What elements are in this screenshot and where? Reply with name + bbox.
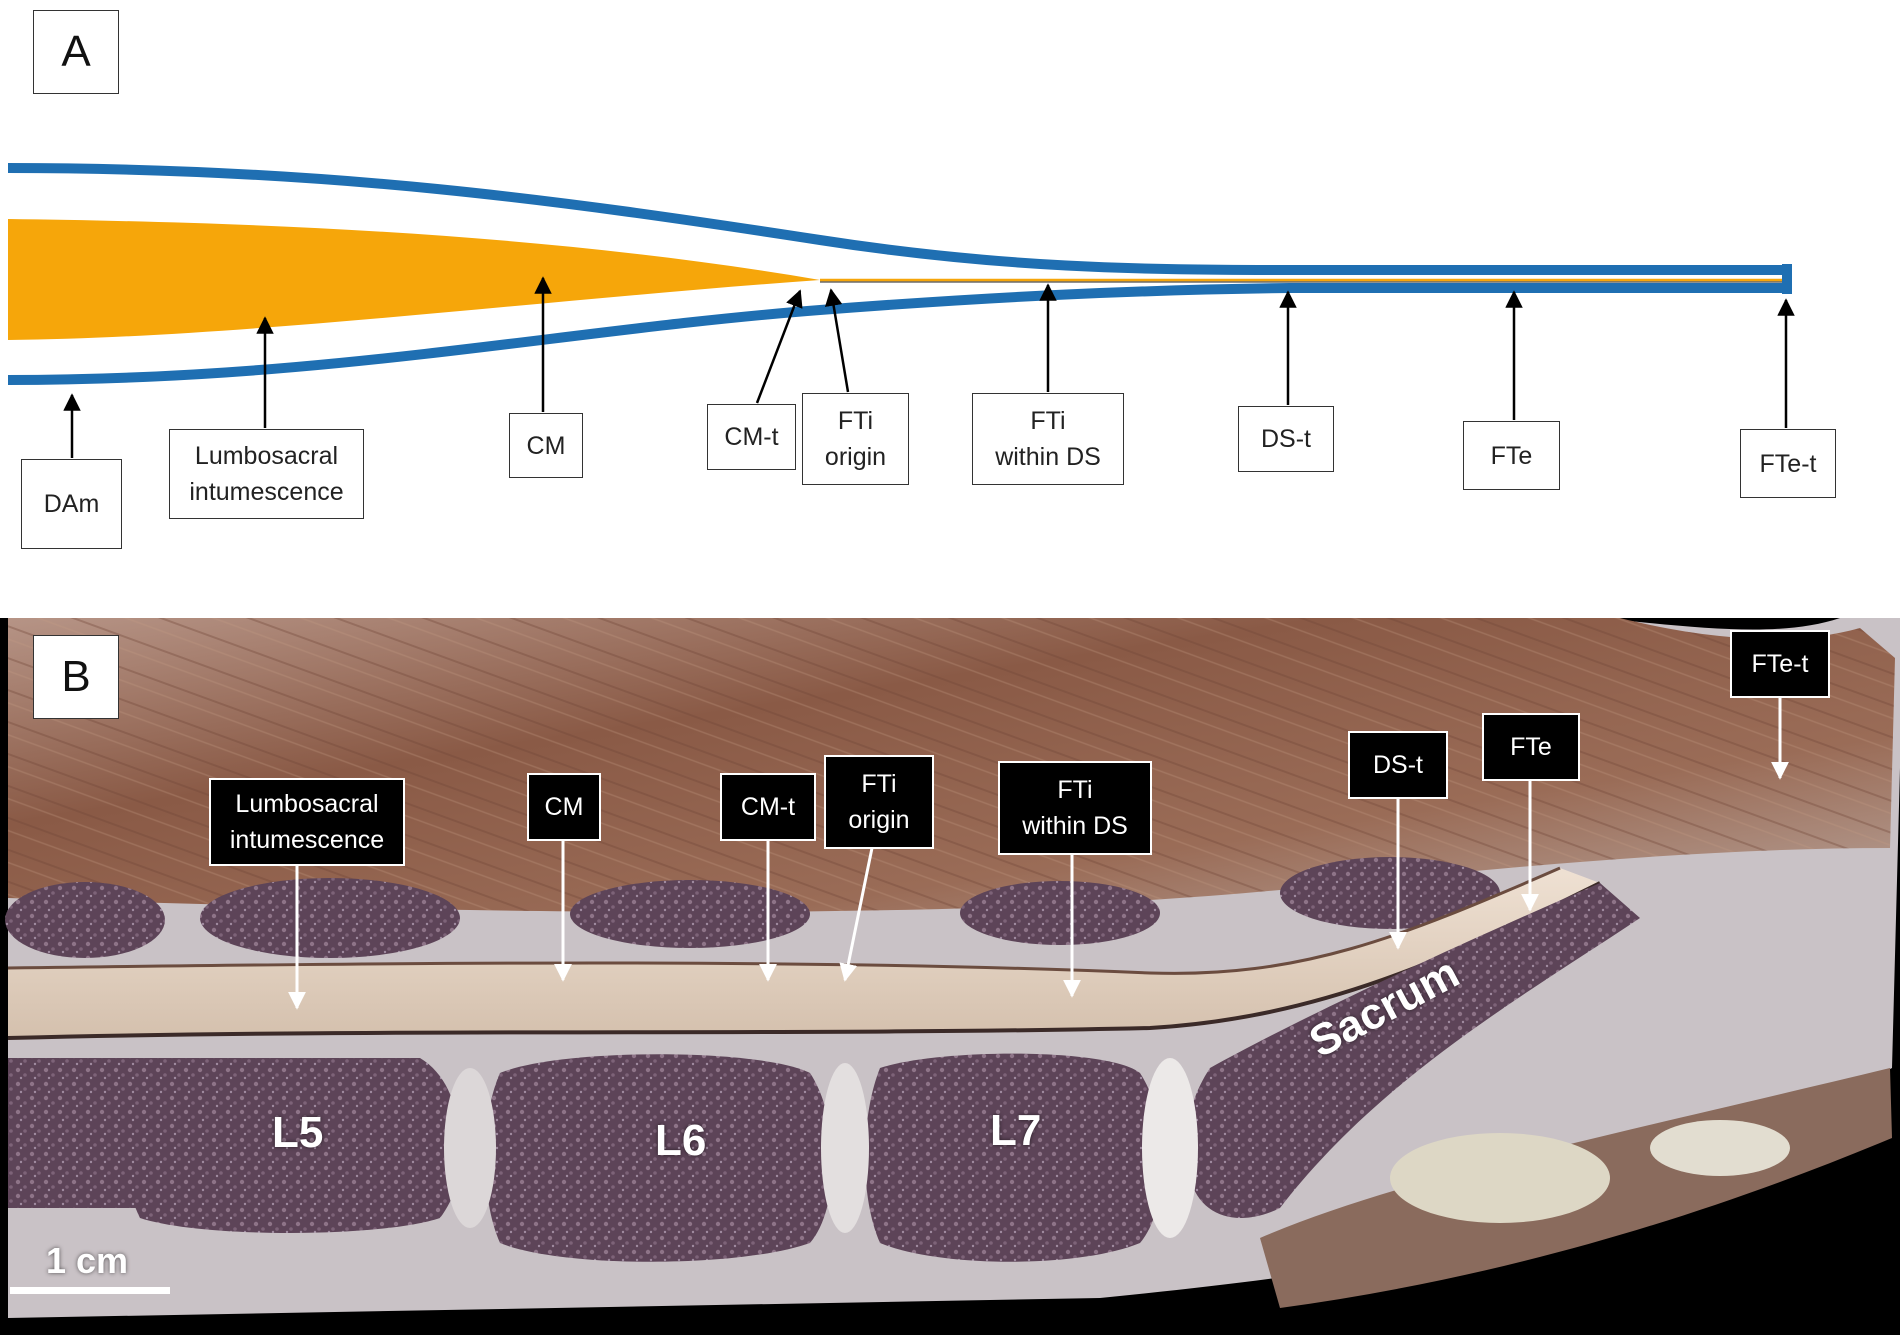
b-label-cm-t: CM-t [720, 773, 816, 841]
label-fti-within-ds: FTi within DS [972, 393, 1124, 485]
label-cm: CM [509, 413, 583, 478]
panel-b-photograph: B Lumbosacral intumescence CM CM-t FTi o… [0, 618, 1900, 1335]
scale-bar-label: 1 cm [46, 1240, 129, 1281]
panel-a-letter: A [33, 10, 119, 94]
label-fte: FTe [1463, 421, 1560, 490]
arrow-b-fti-origin [839, 847, 874, 982]
vertebra-l5: L5 [272, 1108, 324, 1157]
dura-mater-top [7, 163, 1788, 275]
b-label-cm: CM [527, 773, 601, 841]
arrow-fti-origin [824, 288, 850, 393]
dural-sac-end [1782, 264, 1792, 294]
vertebra-l7: L7 [990, 1106, 1042, 1155]
scale-bar [10, 1287, 170, 1294]
label-ds-t: DS-t [1238, 406, 1334, 472]
arrow-cm-t [755, 289, 803, 404]
label-fte-t: FTe-t [1740, 429, 1836, 498]
b-label-fte: FTe [1482, 713, 1580, 781]
label-fti-origin: FTi origin [802, 393, 909, 485]
spinal-cord-conus [8, 219, 820, 340]
panel-b-letter: B [33, 635, 119, 719]
vertebra-l6: L6 [655, 1116, 707, 1165]
label-lumbosacral-intumescence: Lumbosacral intumescence [169, 429, 364, 519]
b-label-fte-t: FTe-t [1730, 630, 1830, 698]
b-label-lumbosacral-intumescence: Lumbosacral intumescence [209, 778, 405, 866]
panel-a-drawing [7, 163, 1795, 458]
b-label-ds-t: DS-t [1348, 731, 1448, 799]
panel-b-arrows [10, 698, 1789, 1294]
b-label-fti-origin: FTi origin [824, 755, 934, 849]
label-dam: DAm [21, 459, 122, 549]
dissection-photo [0, 618, 1900, 1335]
label-cm-t: CM-t [707, 404, 796, 470]
b-label-fti-within-ds: FTi within DS [998, 761, 1152, 855]
panel-a-schematic: A DAm Lumbosacral intumescence CM CM-t F… [0, 0, 1900, 610]
